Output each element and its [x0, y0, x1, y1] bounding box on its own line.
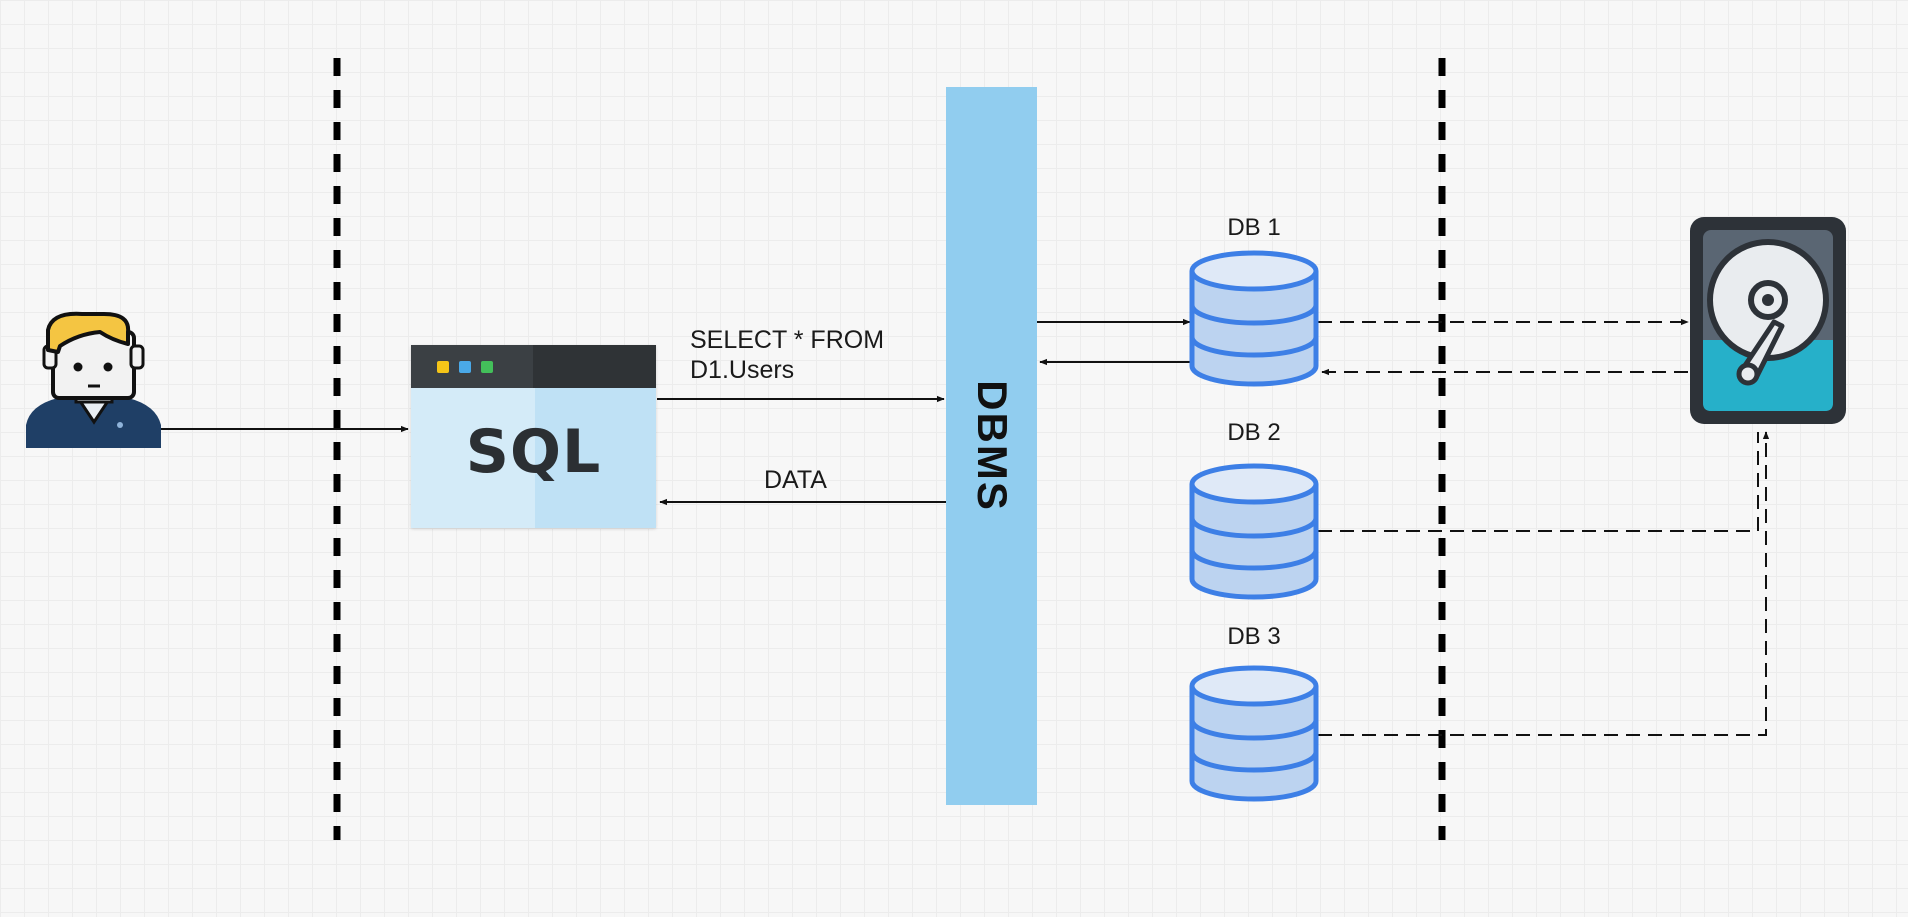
database-2-icon	[1189, 463, 1319, 600]
database-3-icon	[1189, 665, 1319, 802]
db3-label: DB 3	[1227, 623, 1281, 650]
window-dot-green	[481, 361, 493, 373]
dbms-bar: DBMS	[946, 87, 1037, 805]
user-avatar-icon	[26, 311, 161, 448]
window-dot-blue	[459, 361, 471, 373]
db1-label: DB 1	[1227, 214, 1281, 241]
hard-disk-icon	[1690, 217, 1846, 424]
query-label-line1: SELECT * FROM	[690, 326, 885, 354]
data-label: DATA	[764, 466, 827, 494]
db3-to-disk-arrow	[1318, 431, 1770, 736]
dbms-label: DBMS	[968, 380, 1016, 512]
window-body	[411, 388, 535, 528]
sql-label: SQL	[465, 417, 602, 487]
database-1-icon	[1189, 250, 1319, 387]
window-dot-yellow	[437, 361, 449, 373]
db2-label: DB 2	[1227, 419, 1281, 446]
db2-to-disk-line	[1318, 432, 1759, 532]
window-body-shade	[535, 388, 656, 528]
query-label-line2: D1.Users	[690, 356, 795, 384]
sql-client-window: SQL	[411, 345, 656, 528]
query-label: SELECT * FROM D1.Users	[690, 325, 884, 385]
window-title-bar-shade	[533, 345, 656, 388]
